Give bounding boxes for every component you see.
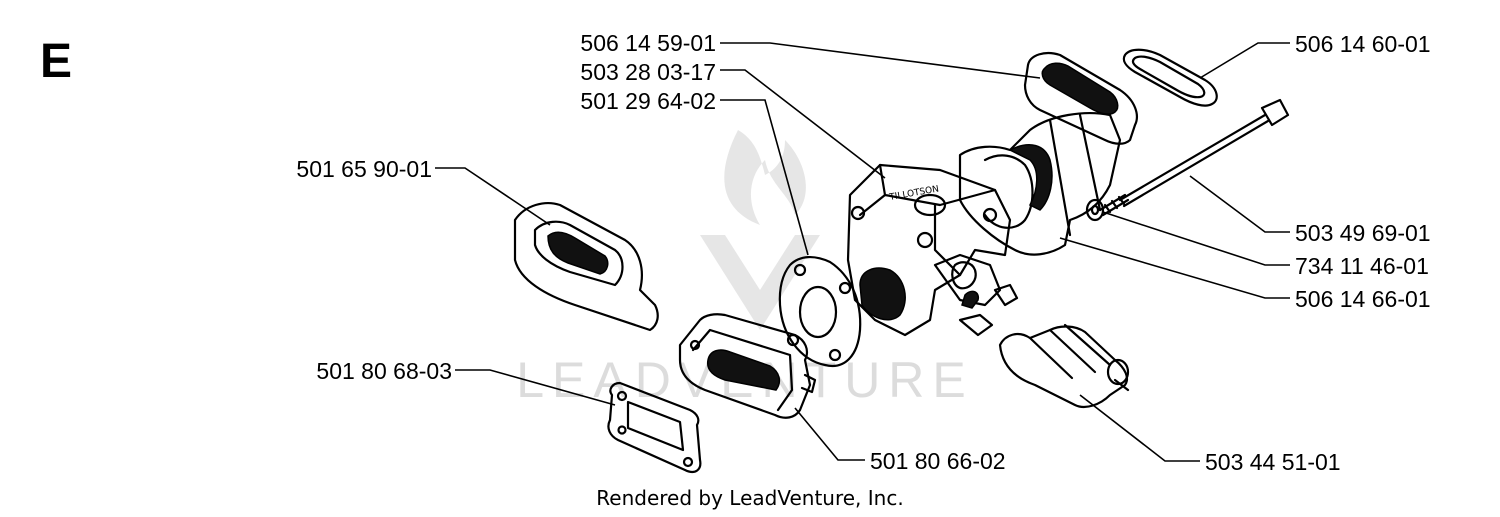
label-carburetor[interactable]: 503 28 03-17 [580,59,716,85]
footer-credit: Rendered by LeadVenture, Inc. [596,486,903,510]
label-intake-elbow[interactable]: 506 14 66-01 [1295,286,1431,312]
screw-part[interactable] [1098,98,1290,217]
carb-gasket-part[interactable] [778,256,862,368]
intake-gasket-top-part[interactable] [1023,51,1138,145]
label-spacer-block[interactable]: 501 80 66-02 [870,448,1006,474]
label-seal-ring[interactable]: 506 14 60-01 [1295,31,1431,57]
label-washer[interactable]: 734 11 46-01 [1295,253,1429,279]
watermark-v-icon [700,235,820,330]
section-letter: E [40,35,72,88]
watermark-flame-icon [724,130,806,225]
seal-ring-part[interactable] [1122,48,1218,107]
throttle-link-part[interactable] [998,323,1130,409]
label-air-filter-holder[interactable]: 501 65 90-01 [296,156,432,182]
carburetor-part[interactable]: TILLOTSON [846,163,1019,337]
leader-lines [435,42,1290,462]
flange-gasket-part[interactable] [607,381,702,474]
label-throttle-link[interactable]: 503 44 51-01 [1205,449,1341,475]
label-intake-gasket-top[interactable]: 506 14 59-01 [580,30,716,56]
air-filter-holder-part[interactable] [513,202,659,332]
label-carb-gasket[interactable]: 501 29 64-02 [580,88,716,114]
washer-part[interactable] [1085,198,1105,222]
label-screw[interactable]: 503 49 69-01 [1295,220,1431,246]
intake-elbow-part[interactable] [958,112,1122,256]
label-flange-gasket[interactable]: 501 80 68-03 [316,358,452,384]
spacer-block-part[interactable] [678,313,817,419]
